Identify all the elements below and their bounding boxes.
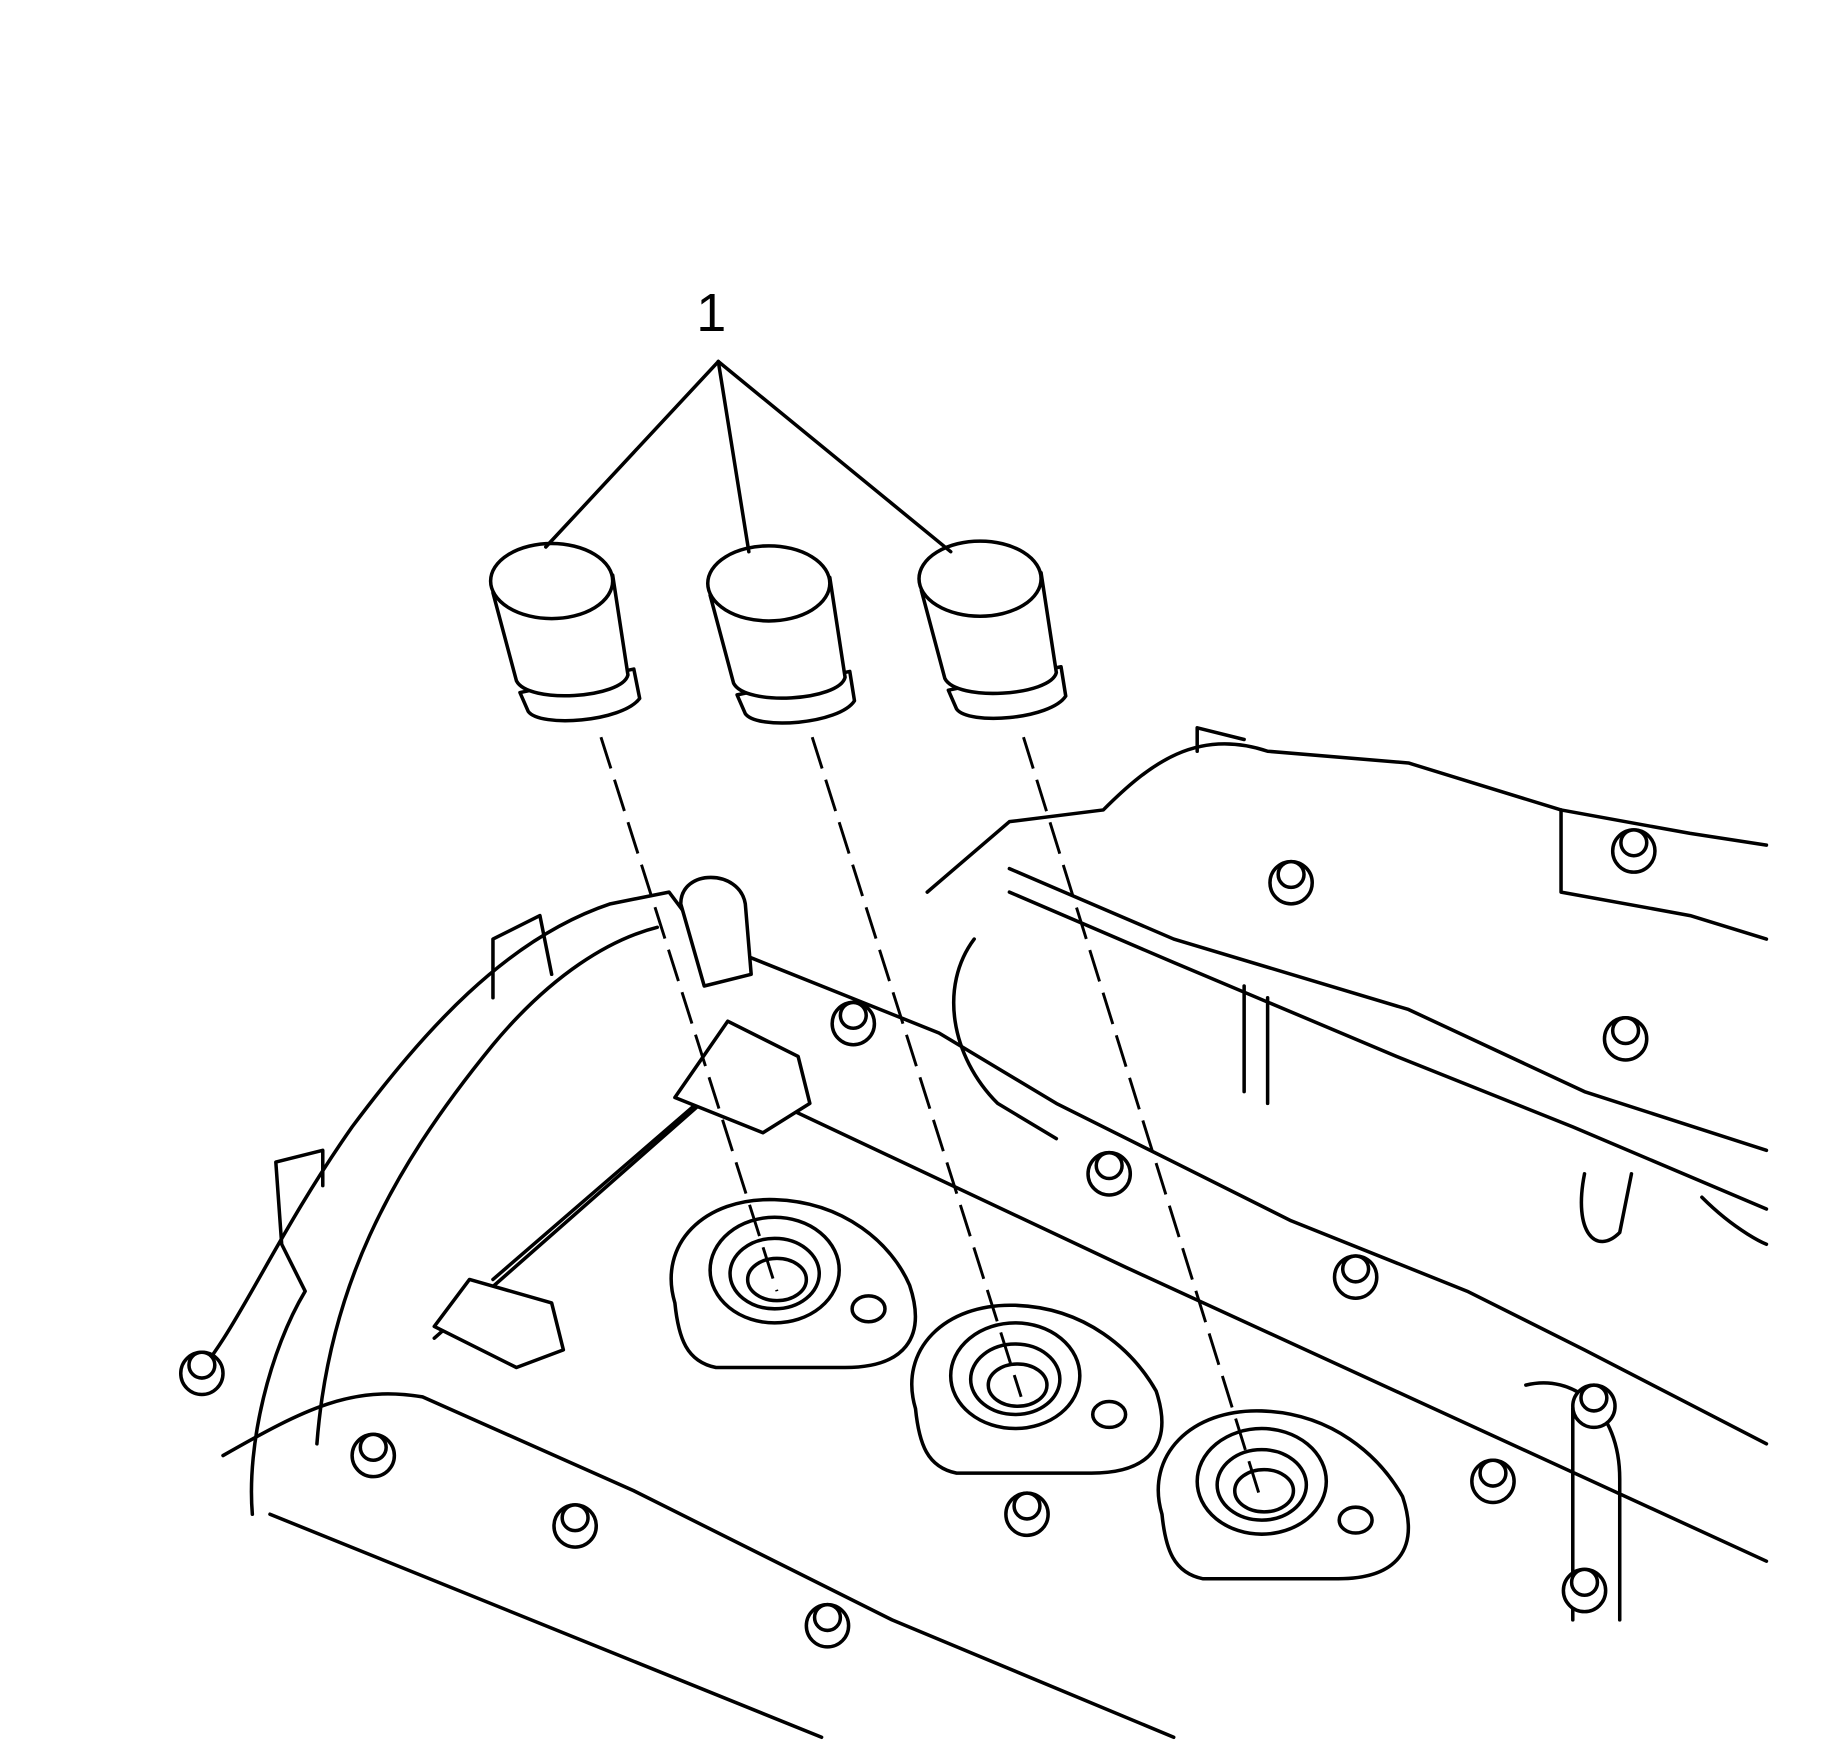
installation-lines — [599, 736, 1264, 1503]
callout-1: 1 — [544, 283, 953, 554]
bolt — [178, 1350, 225, 1397]
leader-line — [544, 359, 721, 549]
bolt — [1004, 1491, 1050, 1538]
leader-line — [716, 359, 751, 554]
bolt — [804, 1602, 851, 1649]
bolt — [1332, 1254, 1379, 1301]
bolt — [350, 1432, 397, 1479]
cap-2 — [705, 544, 857, 725]
cap-1 — [488, 541, 642, 723]
bolt — [1268, 859, 1314, 906]
bolt — [552, 1503, 599, 1549]
bolt — [1470, 1458, 1516, 1505]
bolt — [1602, 1015, 1649, 1062]
cap-3 — [917, 539, 1068, 721]
bolt — [1571, 1383, 1617, 1430]
plug-hole-2 — [910, 1303, 1164, 1475]
bolts — [178, 828, 1657, 1649]
bolt — [1561, 1567, 1608, 1614]
bolt — [1610, 828, 1657, 874]
plug-hole-3 — [1156, 1409, 1411, 1581]
leader-line — [716, 359, 953, 554]
bolt — [1086, 1150, 1133, 1197]
engine-cover — [186, 726, 1769, 1740]
plug-hole-1 — [669, 1197, 918, 1370]
callout-label: 1 — [696, 283, 726, 343]
bolt — [830, 1000, 877, 1047]
